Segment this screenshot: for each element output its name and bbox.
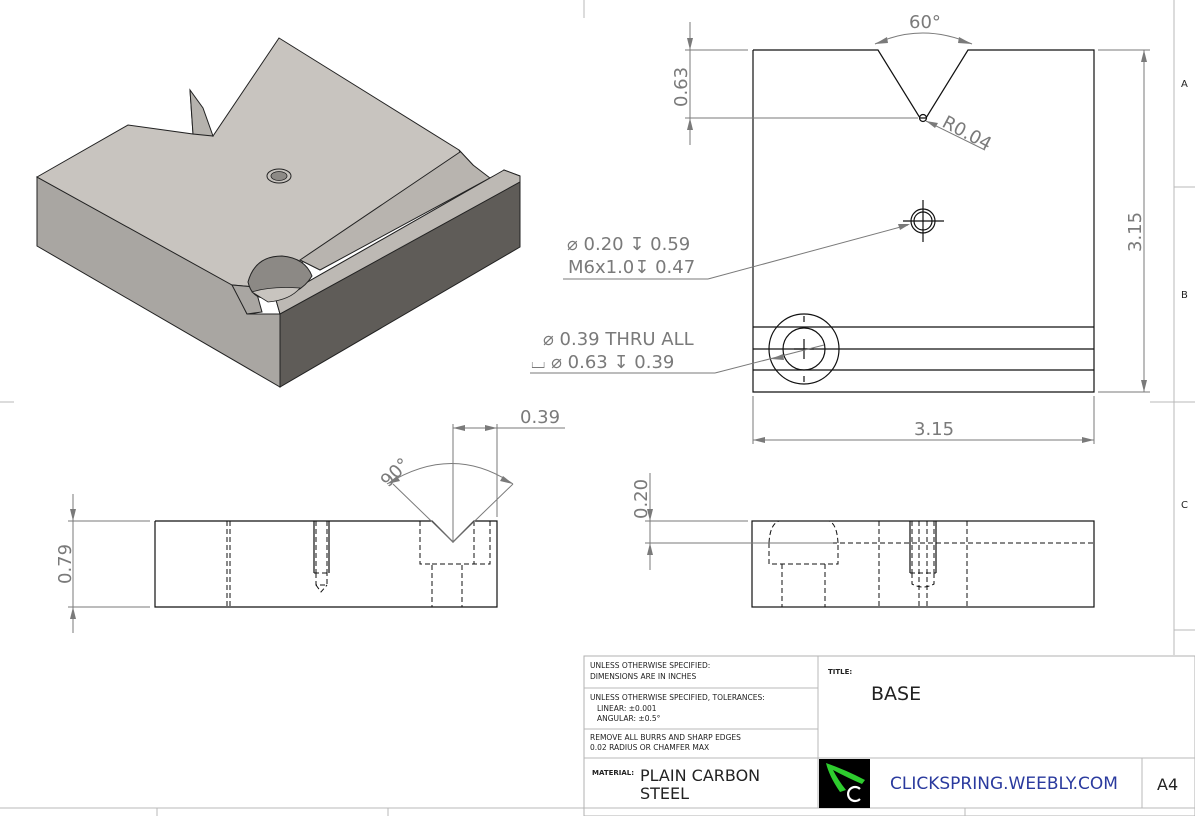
isometric-view: [35, 37, 521, 388]
note-burrs-line2: 0.02 RADIUS OR CHAMFER MAX: [590, 743, 709, 752]
radius-dimension-label: R0.04: [939, 112, 995, 155]
note-dimensions-line1: UNLESS OTHERWISE SPECIFIED:: [590, 661, 710, 670]
angle-dimension-60: 60°: [909, 12, 941, 33]
cbore-callout-line1: ⌀ 0.39 THRU ALL: [543, 329, 694, 350]
height-dimension-label: 3.15: [1125, 212, 1146, 252]
note-tolerances-angular: ANGULAR: ±0.5°: [597, 714, 661, 723]
side-view: 0.20: [631, 473, 1095, 608]
front-offset-label: 0.39: [520, 407, 560, 428]
note-dimensions-line2: DIMENSIONS ARE IN INCHES: [590, 672, 697, 681]
cbore-callout-line2: ⌴ ⌀ 0.63 ↧ 0.39: [531, 352, 674, 373]
zone-label-a: A: [1181, 79, 1188, 90]
note-burrs-line1: REMOVE ALL BURRS AND SHARP EDGES: [590, 733, 741, 742]
title-block: UNLESS OTHERWISE SPECIFIED: DIMENSIONS A…: [583, 655, 1195, 816]
title-label: TITLE:: [828, 668, 852, 676]
clickspring-logo-icon: [819, 759, 870, 808]
website-link[interactable]: CLICKSPRING.WEEBLY.COM: [890, 774, 1118, 794]
material-label: MATERIAL:: [592, 769, 634, 777]
top-view: 0.63 60° R0.04 3.15 3.15 ⌀ 0.20 ↧ 0.59 M…: [530, 12, 1150, 444]
note-tolerances-line1: UNLESS OTHERWISE SPECIFIED, TOLERANCES:: [590, 693, 765, 702]
depth-dimension-label: 0.63: [671, 67, 692, 107]
hole-callout-line2: M6x1.0↧ 0.47: [568, 257, 695, 278]
front-view: 0.79 90° 0.39: [55, 407, 565, 633]
width-dimension-label: 3.15: [914, 419, 954, 440]
side-depth-label: 0.20: [631, 479, 652, 519]
sheet-size: A4: [1157, 775, 1178, 794]
note-tolerances-linear: LINEAR: ±0.001: [597, 704, 657, 713]
zone-label-c: C: [1181, 500, 1188, 511]
drawing-title: BASE: [871, 683, 921, 705]
material-value-line2: STEEL: [640, 784, 689, 803]
front-angle-label: 90°: [377, 454, 414, 491]
material-value-line1: PLAIN CARBON: [640, 766, 760, 785]
zone-label-b: B: [1181, 290, 1188, 301]
front-height-label: 0.79: [55, 544, 76, 584]
hole-callout-line1: ⌀ 0.20 ↧ 0.59: [567, 234, 690, 255]
